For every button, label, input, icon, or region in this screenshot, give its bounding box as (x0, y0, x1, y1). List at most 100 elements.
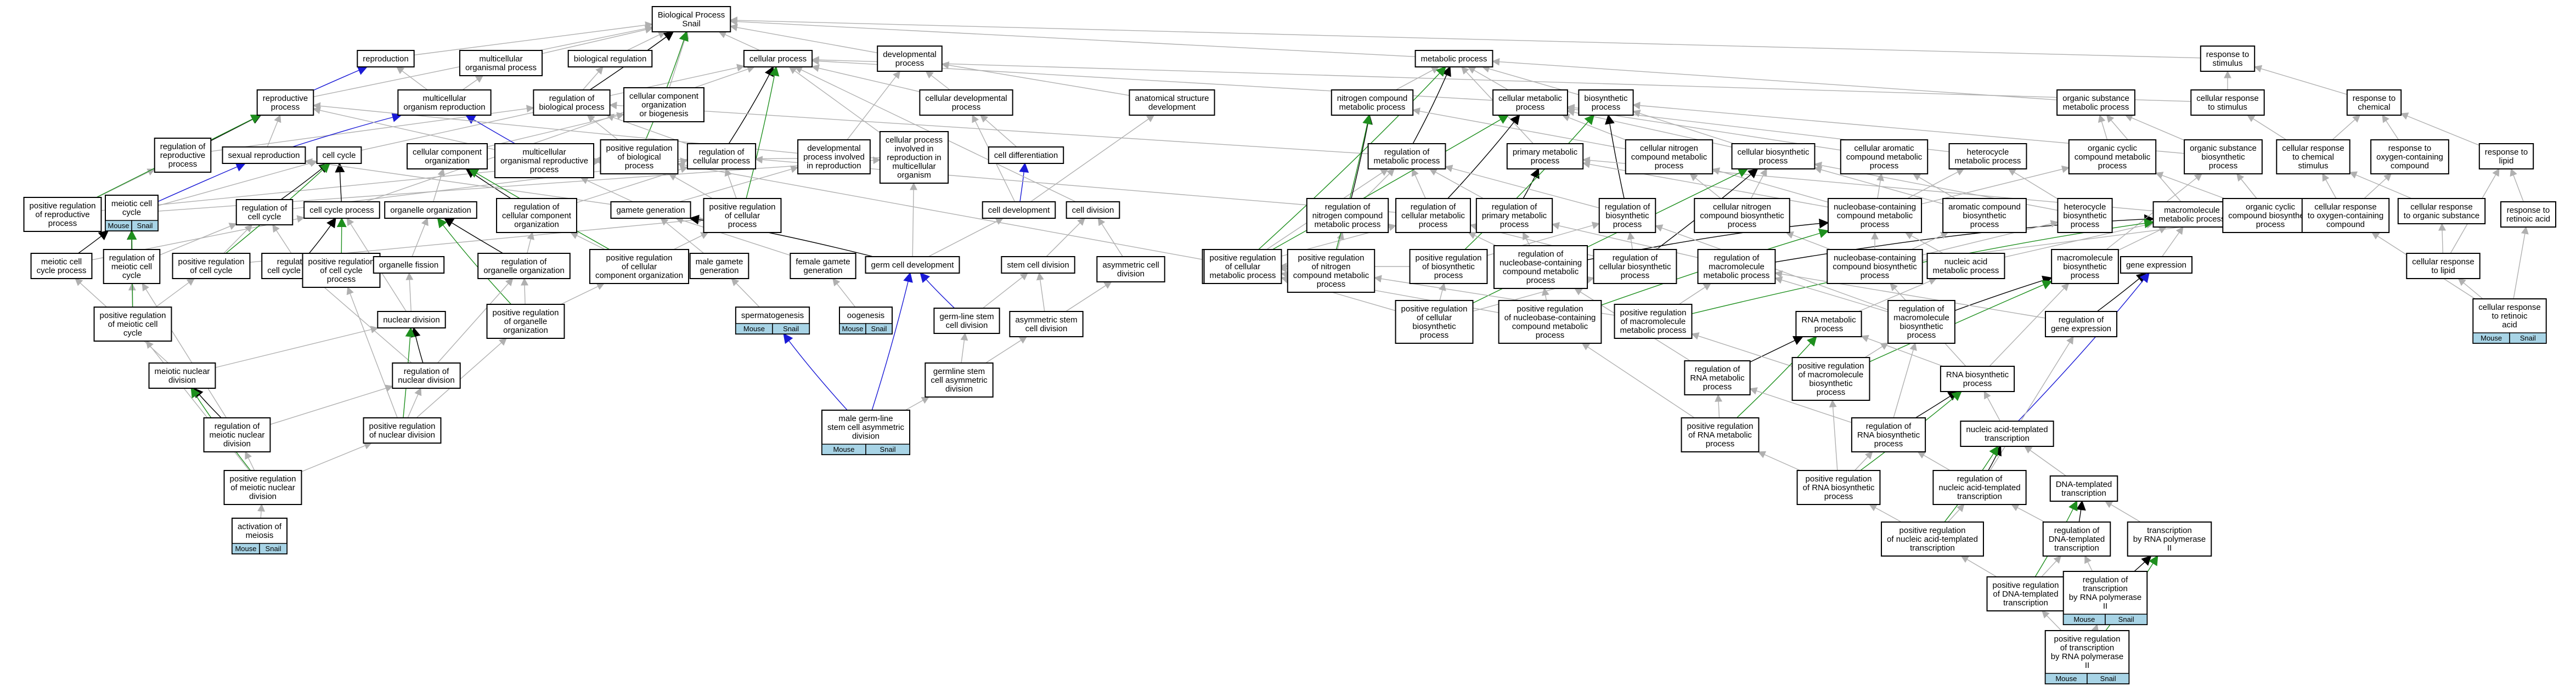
term-node-gamete-gen[interactable]: gamete generation (610, 201, 691, 219)
term-node-cellular-process[interactable]: cellular process (743, 50, 813, 67)
term-node-cell-cycle-proc[interactable]: cell cycle process (303, 201, 380, 219)
term-node-stem-cell-div[interactable]: stem cell division (1001, 256, 1075, 274)
term-node-bio-reg[interactable]: biological regulation (567, 50, 653, 67)
term-node-germ-cell-dev[interactable]: germ cell development (865, 256, 960, 274)
term-node-organelle-fission[interactable]: organelle fission (373, 256, 445, 274)
term-node-cell-dev[interactable]: cell development (982, 201, 1056, 219)
term-node-cell-diff[interactable]: cell differentiation (988, 146, 1064, 164)
term-node-reproduction[interactable]: reproduction (357, 50, 415, 67)
term-node-cell-cycle[interactable]: cell cycle (316, 146, 362, 164)
term-node-nuclear-div[interactable]: nuclear division (377, 311, 446, 328)
